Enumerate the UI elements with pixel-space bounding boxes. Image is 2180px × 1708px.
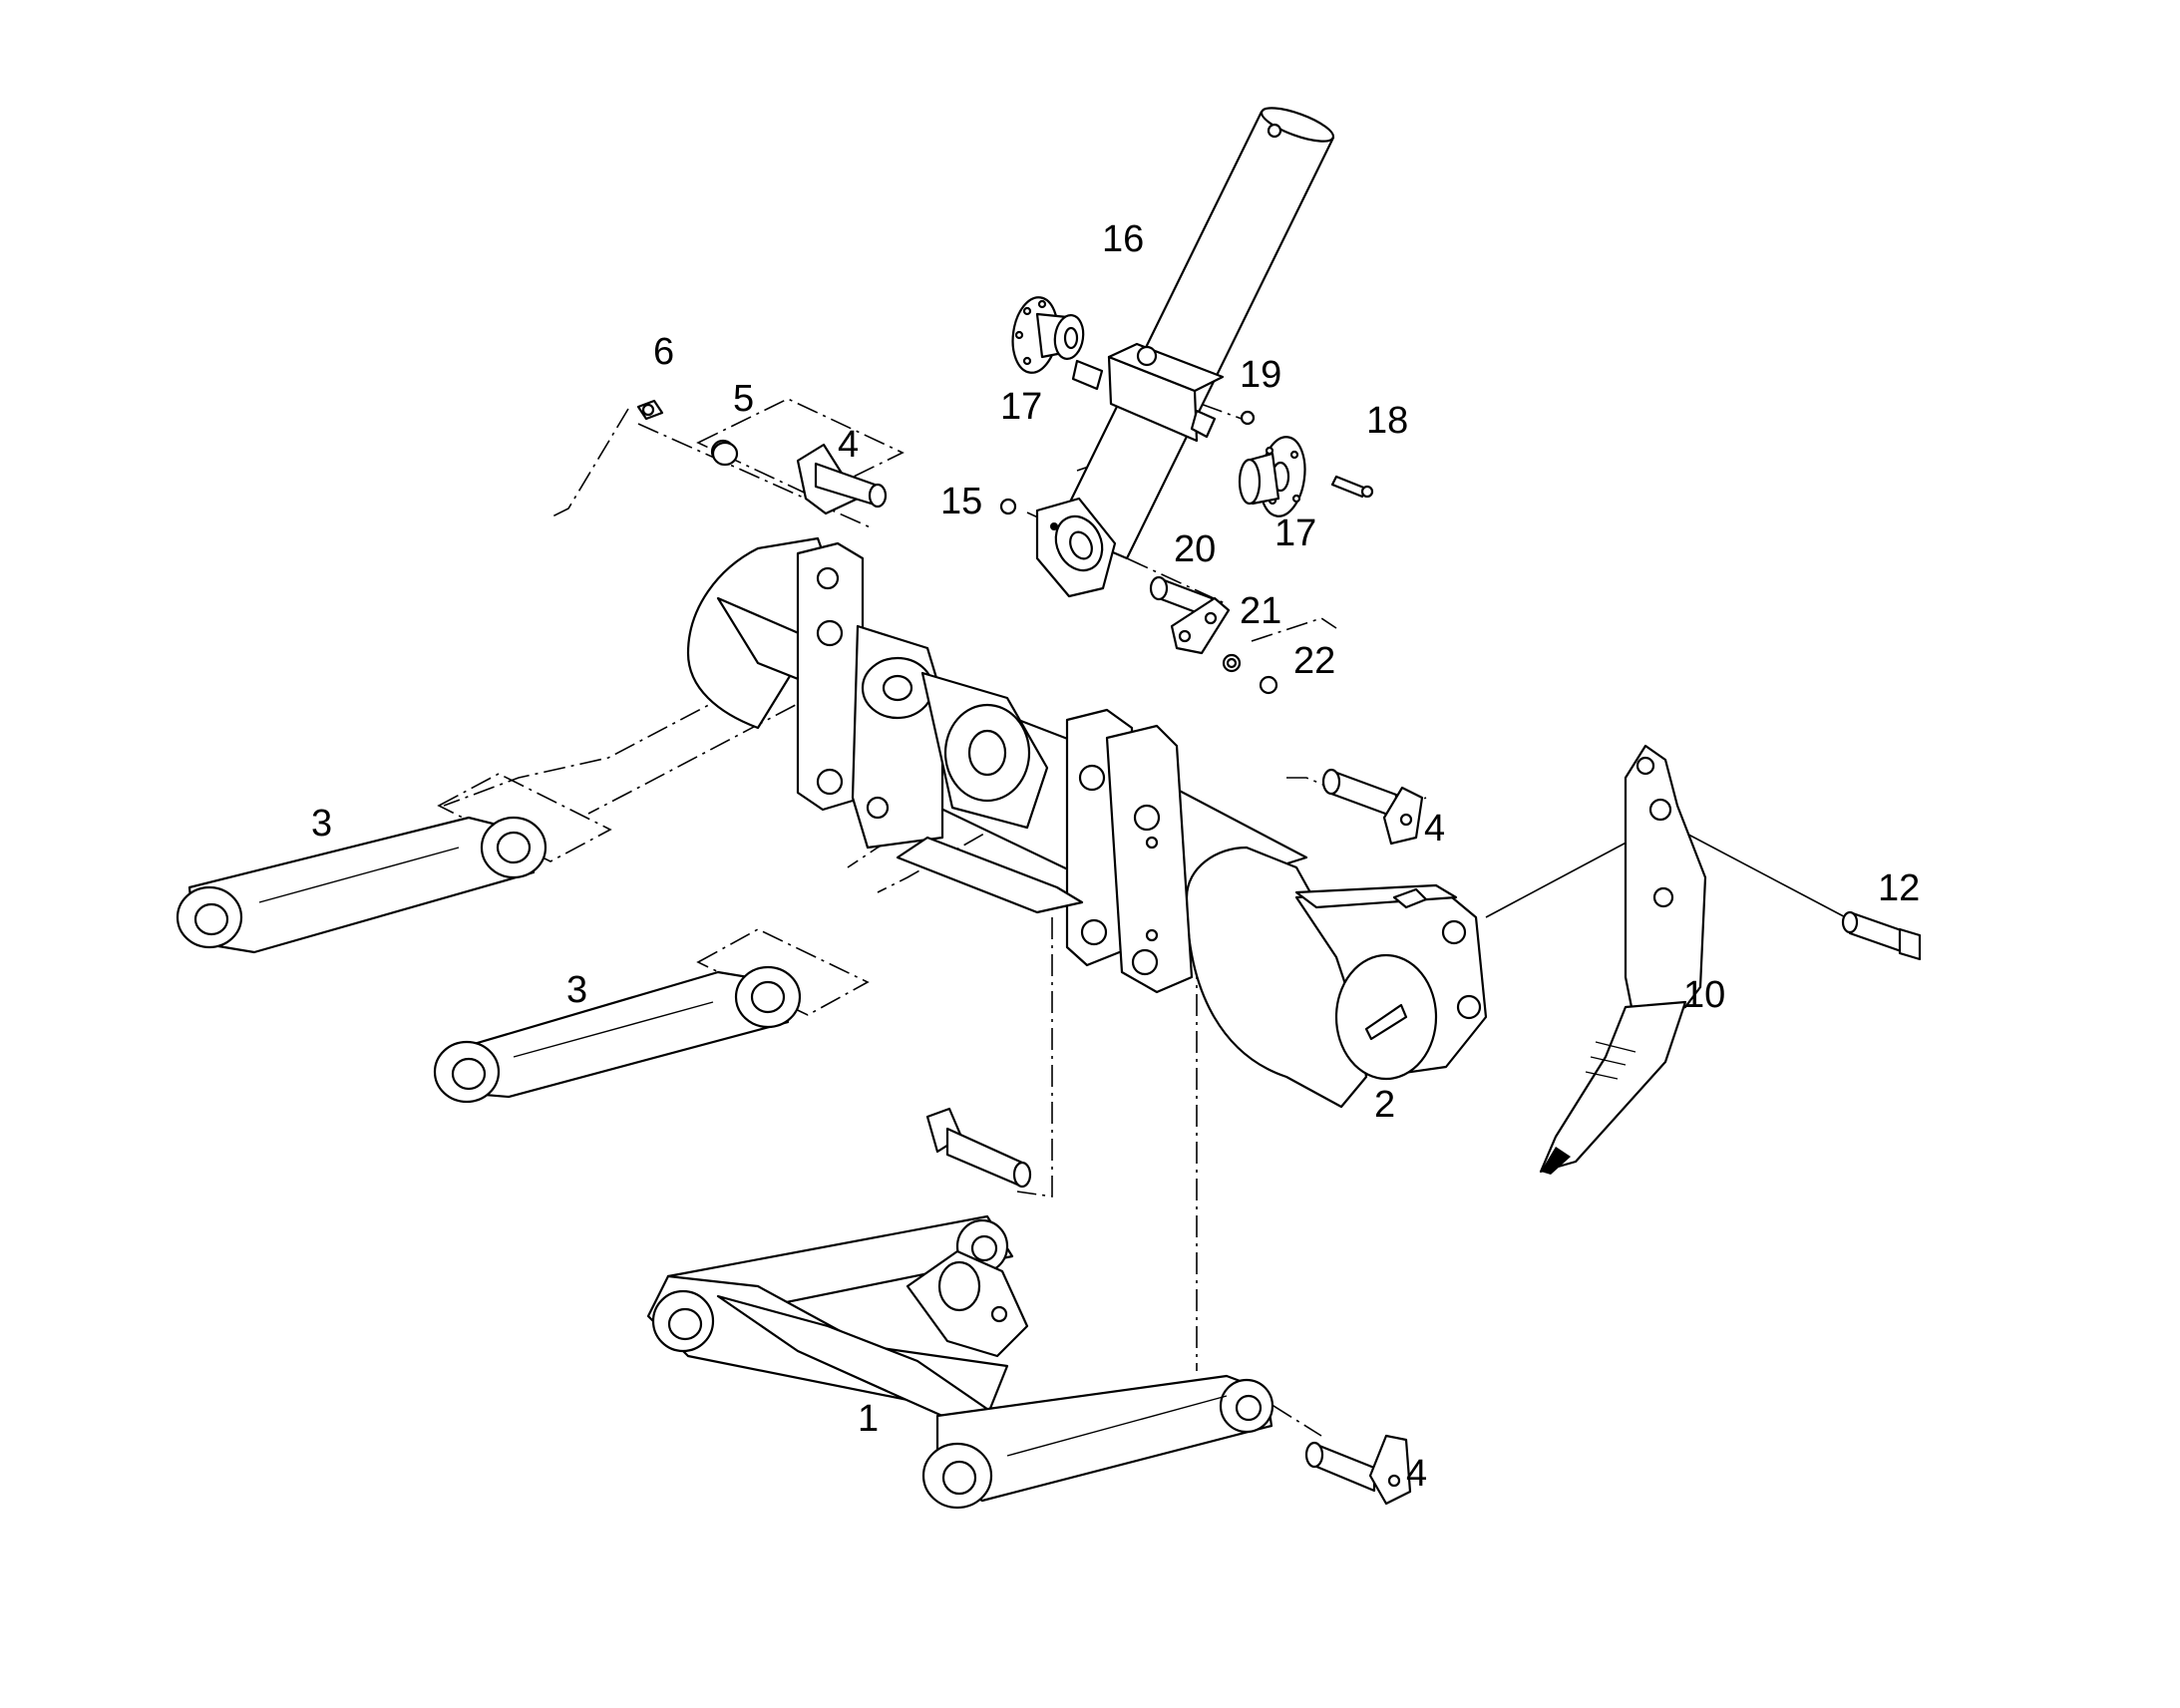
callout-3-lower: 3 — [566, 969, 587, 1011]
pin-top — [796, 443, 888, 515]
callout-19: 19 — [1240, 354, 1281, 396]
callout-22: 22 — [1293, 640, 1335, 682]
flange-lower — [1238, 436, 1306, 517]
callout-4-top: 4 — [838, 424, 859, 466]
pin-20 — [1149, 575, 1231, 655]
callout-17-upper: 17 — [1000, 386, 1042, 428]
callout-labels: 16 6 5 4 17 19 18 15 17 20 21 22 4 12 3 … — [311, 218, 1920, 1495]
callout-12: 12 — [1878, 867, 1920, 909]
pin-right — [1321, 768, 1424, 846]
shank-tooth — [1539, 744, 1707, 1175]
cylinder — [1035, 107, 1335, 598]
callout-15: 15 — [940, 481, 982, 522]
callout-3-upper: 3 — [311, 803, 332, 845]
link-upper — [176, 816, 547, 954]
callout-4-right: 4 — [1424, 808, 1445, 850]
pin-middle — [925, 1107, 1032, 1189]
callout-10: 10 — [1683, 974, 1725, 1016]
callout-16: 16 — [1102, 218, 1144, 260]
axle-brackets — [796, 541, 1194, 994]
callout-17-lower: 17 — [1274, 512, 1316, 554]
pin-bottom — [1304, 1434, 1412, 1506]
flange-upper — [1011, 296, 1085, 374]
guide-lines — [1485, 827, 1856, 923]
callout-5: 5 — [733, 378, 754, 420]
washer-and-bolt — [711, 441, 739, 467]
callout-20: 20 — [1174, 528, 1216, 570]
a-frame — [646, 1214, 1274, 1510]
callout-21: 21 — [1240, 590, 1281, 632]
callout-2: 2 — [1374, 1084, 1395, 1126]
callout-6: 6 — [653, 331, 674, 373]
callout-1: 1 — [858, 1398, 879, 1440]
link-lower — [433, 965, 802, 1104]
callout-18: 18 — [1366, 400, 1408, 442]
bolt-12 — [1841, 910, 1922, 961]
callout-4-bottom: 4 — [1406, 1453, 1427, 1495]
